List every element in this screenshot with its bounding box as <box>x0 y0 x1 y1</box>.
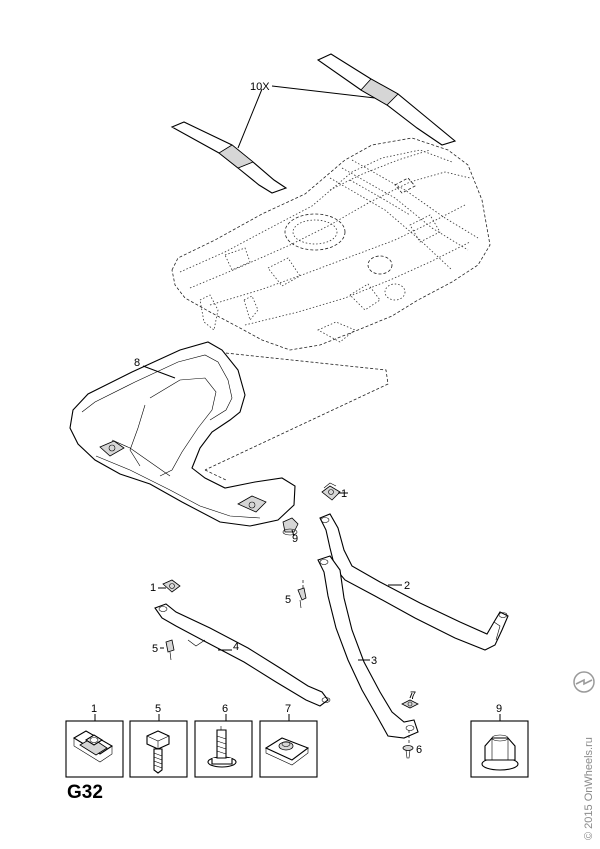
cap-nut-loose <box>282 517 299 536</box>
callout-clip-nut-left: 1 <box>150 582 156 594</box>
strap-middle <box>317 555 419 739</box>
clip-nut-left <box>162 579 181 593</box>
heat-shield <box>69 341 296 527</box>
legend-screw: 6 <box>194 703 253 778</box>
alignment-lines <box>204 351 389 481</box>
legend-square-nut: 7 <box>259 703 318 778</box>
legend-hex-bolt-number: 5 <box>155 703 161 715</box>
callout-strap-pad-qty: 10X <box>250 81 270 93</box>
legend-hex-bolt: 5 <box>129 703 188 778</box>
callout-clip-nut-upper: 1 <box>341 488 347 500</box>
page-code: G32 <box>67 782 103 803</box>
legend-cap-nut: 9 <box>470 703 529 778</box>
fuel-tank-phantom <box>171 137 491 351</box>
callout-bolt-lower: 5 <box>152 643 158 655</box>
callout-strap-long: 2 <box>404 580 410 592</box>
watermark-logo <box>573 671 595 693</box>
callout-screw: 6 <box>416 744 422 756</box>
leader-square-nut <box>409 692 413 699</box>
legend-square-nut-number: 7 <box>285 703 291 715</box>
callout-heat-shield: 8 <box>134 357 140 369</box>
strap-long <box>319 513 509 651</box>
bolt-upper <box>297 587 307 609</box>
leader-cap-nut <box>291 529 295 537</box>
square-nut <box>401 699 419 709</box>
legend-cap-nut-number: 9 <box>496 703 502 715</box>
watermark-text: © 2015 OnWheels.ru <box>583 737 595 840</box>
legend-clip-nut: 1 <box>65 703 124 778</box>
leader-strap-pads <box>237 85 376 149</box>
legend-screw-number: 6 <box>222 703 228 715</box>
clip-nut-upper <box>321 482 341 501</box>
callout-strap-front: 4 <box>233 641 239 653</box>
callout-bolt-upper: 5 <box>285 594 291 606</box>
callout-square-nut: 7 <box>410 690 416 702</box>
bolt-lower <box>165 639 175 661</box>
callout-cap-nut: 9 <box>292 533 298 545</box>
strap-pad-right <box>316 53 457 146</box>
legend-clip-nut-number: 1 <box>91 703 97 715</box>
strap-pad-left <box>170 121 288 194</box>
screw <box>402 745 414 759</box>
strap-front <box>154 603 331 707</box>
callout-strap-middle: 3 <box>371 655 377 667</box>
leader-heat-shield <box>142 365 176 379</box>
